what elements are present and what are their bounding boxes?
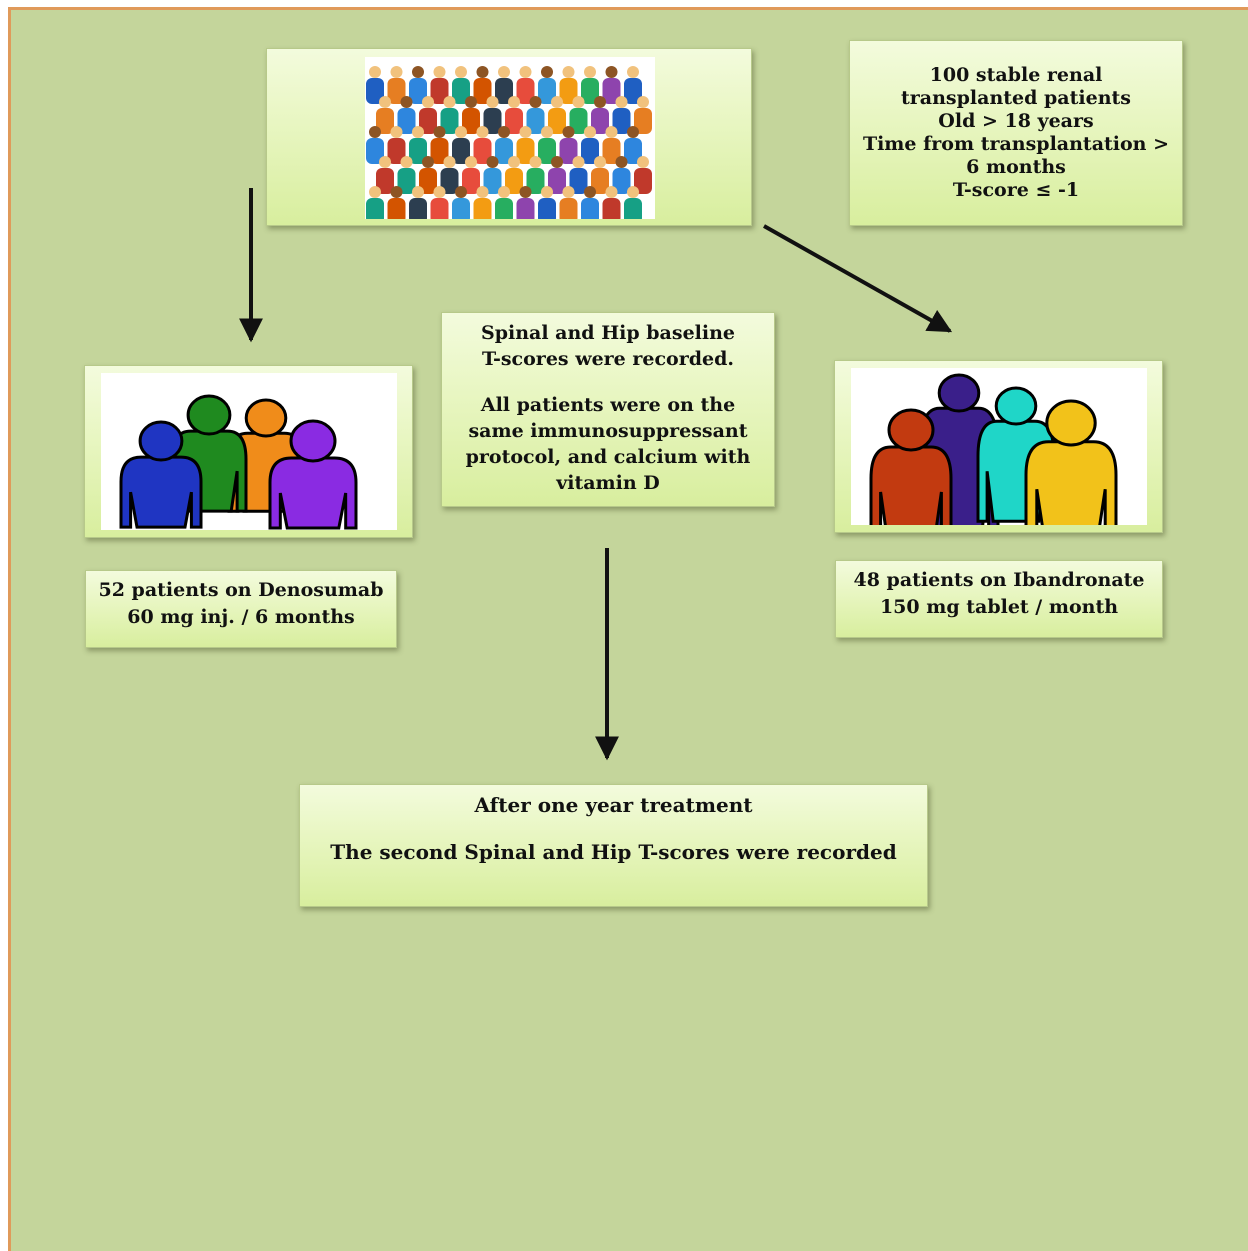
outcome-line-1: After one year treatment	[474, 793, 753, 817]
criteria-line-1: 100 stable renal	[929, 64, 1103, 86]
criteria-line-2: transplanted patients	[901, 87, 1131, 109]
baseline-para-line-3: protocol, and calcium with	[465, 446, 751, 468]
denosumab-group-illustration	[101, 373, 397, 530]
ibandronate-line-2: 150 mg tablet / month	[879, 596, 1119, 618]
ibandronate-group-image-box	[834, 360, 1163, 533]
denosumab-box: 52 patients on Denosumab 60 mg inj. / 6 …	[85, 570, 397, 648]
crowd-people-icon	[365, 57, 655, 219]
ibandronate-box: 48 patients on Ibandronate 150 mg tablet…	[835, 560, 1163, 638]
ibandronate-group-illustration	[851, 368, 1147, 525]
crowd-illustration	[365, 57, 655, 219]
outcome-box: After one year treatment The second Spin…	[299, 784, 928, 907]
baseline-para-line-2: same immunosuppressant	[468, 420, 748, 442]
baseline-para-line-1: All patients were on the	[480, 394, 736, 416]
denosumab-line-2: 60 mg inj. / 6 months	[127, 606, 355, 628]
baseline-line-1: Spinal and Hip baseline	[481, 322, 735, 344]
criteria-line-5: 6 months	[966, 156, 1066, 178]
baseline-para-line-4: vitamin D	[556, 472, 660, 494]
criteria-line-3: Old > 18 years	[938, 110, 1094, 132]
people-group-icon	[869, 373, 1118, 525]
crowd-image-box	[266, 48, 752, 226]
baseline-line-2: T-scores were recorded.	[481, 348, 734, 370]
ibandronate-line-1: 48 patients on Ibandronate	[853, 569, 1145, 591]
denosumab-group-image-box	[84, 365, 413, 538]
baseline-box: Spinal and Hip baseline T-scores were re…	[441, 312, 775, 507]
inclusion-criteria-box: 100 stable renal transplanted patients O…	[849, 40, 1183, 226]
people-group-icon	[119, 394, 358, 530]
criteria-line-4: Time from transplantation >	[862, 133, 1170, 155]
denosumab-line-1: 52 patients on Denosumab	[98, 579, 384, 601]
outcome-line-2: The second Spinal and Hip T-scores were …	[330, 840, 897, 864]
criteria-line-6: T-score ≤ -1	[952, 179, 1080, 201]
arrow-to-ibandronate	[763, 224, 953, 333]
